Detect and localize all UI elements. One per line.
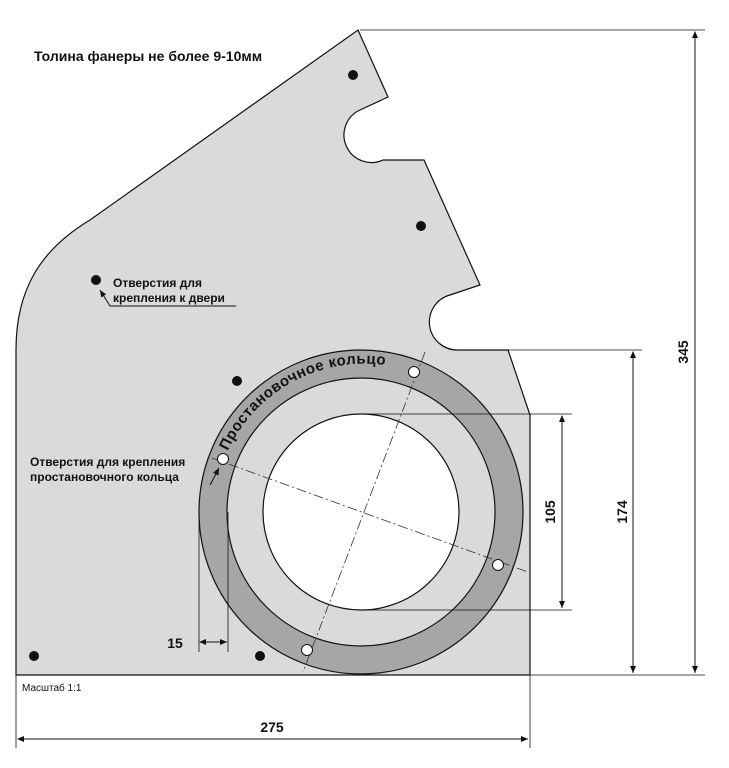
door-note-arrow [99,289,111,307]
ring-hole [301,644,313,656]
door-hole [348,70,358,80]
dim-275: 275 [260,719,284,735]
ring-hole [217,453,229,465]
scale-label: Масштаб 1:1 [22,682,82,694]
title: Толина фанеры не более 9-10мм [34,48,262,64]
ring-holes-note-line2: простановочного кольца [30,470,179,484]
door-hole [91,275,101,285]
dim-345: 345 [675,340,691,364]
center-line-1 [211,457,529,573]
ring-hole [492,559,504,571]
door-hole [232,376,242,386]
door-holes-note-line2: крепления к двери [113,291,225,305]
door-hole [255,651,265,661]
center-line-2 [302,351,426,673]
door-holes-note-line1: Отверстия для [113,276,202,290]
ring-note-arrow [209,467,220,486]
door-hole [29,651,39,661]
dim-174: 174 [614,500,630,524]
dim-15: 15 [167,635,183,651]
door-hole [416,221,426,231]
ring-hole [408,366,420,378]
dim-105: 105 [542,500,558,524]
ring-holes-note-line1: Отверстия для крепления [30,455,185,469]
